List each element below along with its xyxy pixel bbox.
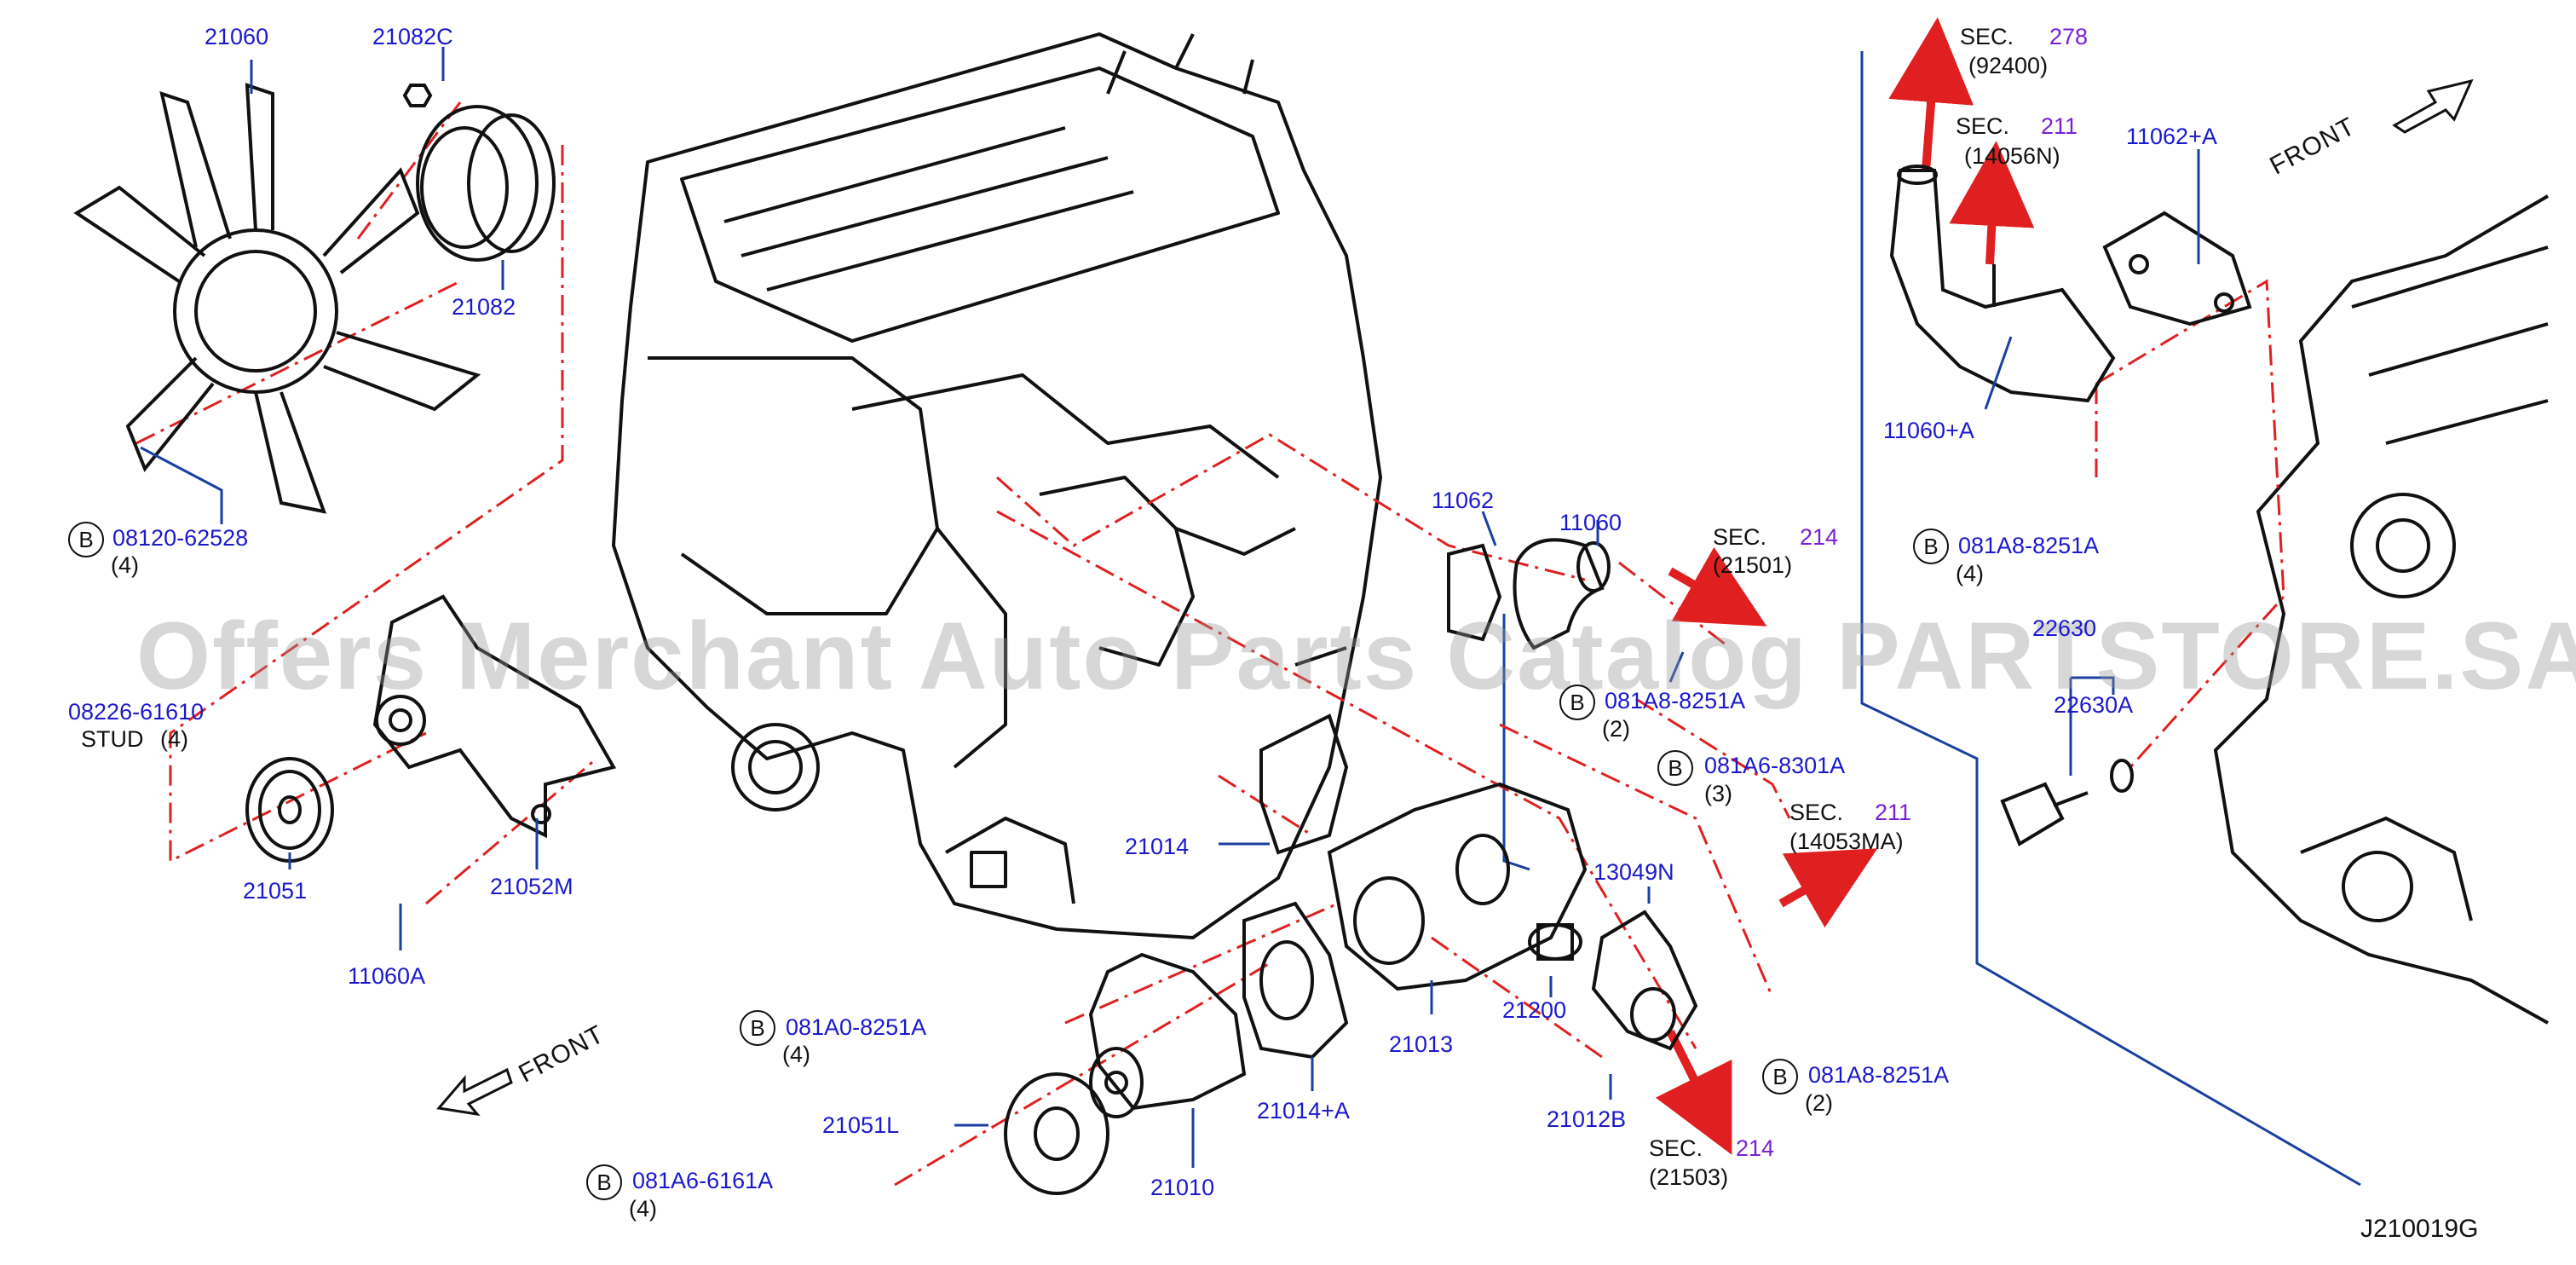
- gasket-21014A: [1242, 901, 1349, 1060]
- label-21010[interactable]: 21010: [1150, 1175, 1215, 1200]
- label-21200[interactable]: 21200: [1502, 997, 1567, 1023]
- qty-081A6-8301A: (3): [1704, 781, 1732, 806]
- label-21012B[interactable]: 21012B: [1547, 1106, 1627, 1132]
- temperature-sensor-22630: [2000, 759, 2134, 846]
- front-arrow-right-icon: [2392, 78, 2474, 134]
- bolt-symbol: B: [740, 1010, 775, 1046]
- label-11060-plus-A[interactable]: 11060+A: [1883, 418, 1974, 443]
- water-hose-11060: [1513, 538, 1611, 650]
- label-21082[interactable]: 21082: [452, 294, 516, 320]
- qty-08226: (4): [160, 726, 188, 752]
- bolt-symbol: B: [1913, 529, 1949, 564]
- gasket-11062A: [2102, 211, 2252, 326]
- label-22630A[interactable]: 22630A: [2054, 692, 2134, 718]
- qty-081A8-c: (4): [1956, 561, 1984, 586]
- label-21052M[interactable]: 21052M: [490, 874, 573, 899]
- sec-278-code: (92400): [1968, 53, 2049, 78]
- sec-211b-word: SEC.: [1789, 800, 1844, 825]
- red-leader-lines: [135, 101, 2285, 1187]
- pulley-21051: [245, 757, 334, 863]
- label-21051[interactable]: 21051: [243, 878, 308, 904]
- sec-211b-code: (14053MA): [1789, 829, 1904, 854]
- qty-081A8-b: (2): [1805, 1090, 1833, 1116]
- label-08120-62528[interactable]: 08120-62528: [112, 525, 249, 551]
- watermark-text: Offers Merchant Auto Parts Catalog PARTS…: [136, 603, 2576, 709]
- sec-214a-number[interactable]: 214: [1800, 524, 1839, 550]
- bolt-symbol: B: [1762, 1059, 1798, 1095]
- cooling-fan-21060: [73, 83, 481, 514]
- fan-clutch-21082: [402, 84, 556, 262]
- bolt-symbol: B: [68, 522, 104, 557]
- qty-081A6-6161A: (4): [629, 1196, 657, 1222]
- sec-214a-code: (21501): [1713, 552, 1793, 578]
- label-081A8-8251A-c[interactable]: 081A8-8251A: [1958, 533, 2100, 558]
- bracket-21052M: [372, 594, 617, 839]
- thermostat-housing-13049N: [1591, 910, 1698, 1051]
- sec-278-word: SEC.: [1960, 24, 2014, 49]
- label-stud: STUD: [81, 726, 144, 752]
- bolt-symbol: B: [1559, 684, 1595, 720]
- engine-block-outline: [612, 32, 1382, 939]
- frame-lines: [1502, 51, 2361, 1187]
- qty-081A0: (4): [782, 1042, 810, 1067]
- label-21014[interactable]: 21014: [1125, 834, 1190, 859]
- label-081A8-8251A-b[interactable]: 081A8-8251A: [1808, 1062, 1950, 1088]
- label-11060A[interactable]: 11060A: [348, 963, 426, 989]
- front-arrow-left-icon: [436, 1067, 513, 1117]
- sec-214b-word: SEC.: [1649, 1135, 1703, 1161]
- label-08226-61610[interactable]: 08226-61610: [68, 699, 205, 725]
- sec-211a-code: (14056N): [1964, 143, 2060, 169]
- sec-211a-word: SEC.: [1956, 113, 2010, 139]
- sec-214b-code: (21503): [1649, 1164, 1729, 1190]
- label-21051L[interactable]: 21051L: [822, 1112, 900, 1138]
- label-11062[interactable]: 11062: [1432, 488, 1495, 513]
- label-081A0-8251A[interactable]: 081A0-8251A: [786, 1014, 927, 1040]
- water-pump-21010: [1004, 952, 1247, 1195]
- thermostat-21200: [1528, 923, 1582, 961]
- qty-08120: (4): [111, 552, 139, 578]
- water-outlet-11060A: [1889, 165, 2116, 403]
- label-081A8-8251A-a[interactable]: 081A8-8251A: [1605, 688, 1746, 713]
- label-081A6-8301A[interactable]: 081A6-8301A: [1704, 753, 1846, 778]
- gasket-11062: [1447, 543, 1502, 642]
- label-21060[interactable]: 21060: [205, 24, 269, 49]
- label-21082C[interactable]: 21082C: [372, 24, 453, 49]
- sec-211a-number[interactable]: 211: [2041, 113, 2078, 139]
- engine-block-right-outline: [2213, 194, 2550, 1025]
- sec-214a-word: SEC.: [1713, 524, 1767, 550]
- sec-214b-number[interactable]: 214: [1736, 1135, 1775, 1161]
- label-21013[interactable]: 21013: [1389, 1031, 1454, 1057]
- label-21014A[interactable]: 21014+A: [1257, 1098, 1350, 1123]
- sec-278-number[interactable]: 278: [2049, 24, 2089, 49]
- diagram-id: J210019G: [2360, 1215, 2479, 1243]
- sec-211b-number[interactable]: 211: [1875, 800, 1912, 825]
- label-22630[interactable]: 22630: [2032, 615, 2097, 641]
- label-081A6-6161A[interactable]: 081A6-6161A: [632, 1168, 774, 1193]
- label-leaders: [140, 47, 2200, 1168]
- label-13049N[interactable]: 13049N: [1593, 859, 1674, 885]
- water-outlet-21013: [1327, 782, 1588, 991]
- gasket-21014: [1259, 713, 1349, 855]
- qty-081A8-a: (2): [1602, 716, 1630, 742]
- bolt-symbol: B: [586, 1164, 622, 1200]
- label-11060[interactable]: 11060: [1559, 510, 1622, 535]
- bolt-symbol: B: [1657, 750, 1693, 786]
- label-11062A[interactable]: 11062+A: [2126, 124, 2217, 149]
- section-arrows: [1655, 17, 2035, 1155]
